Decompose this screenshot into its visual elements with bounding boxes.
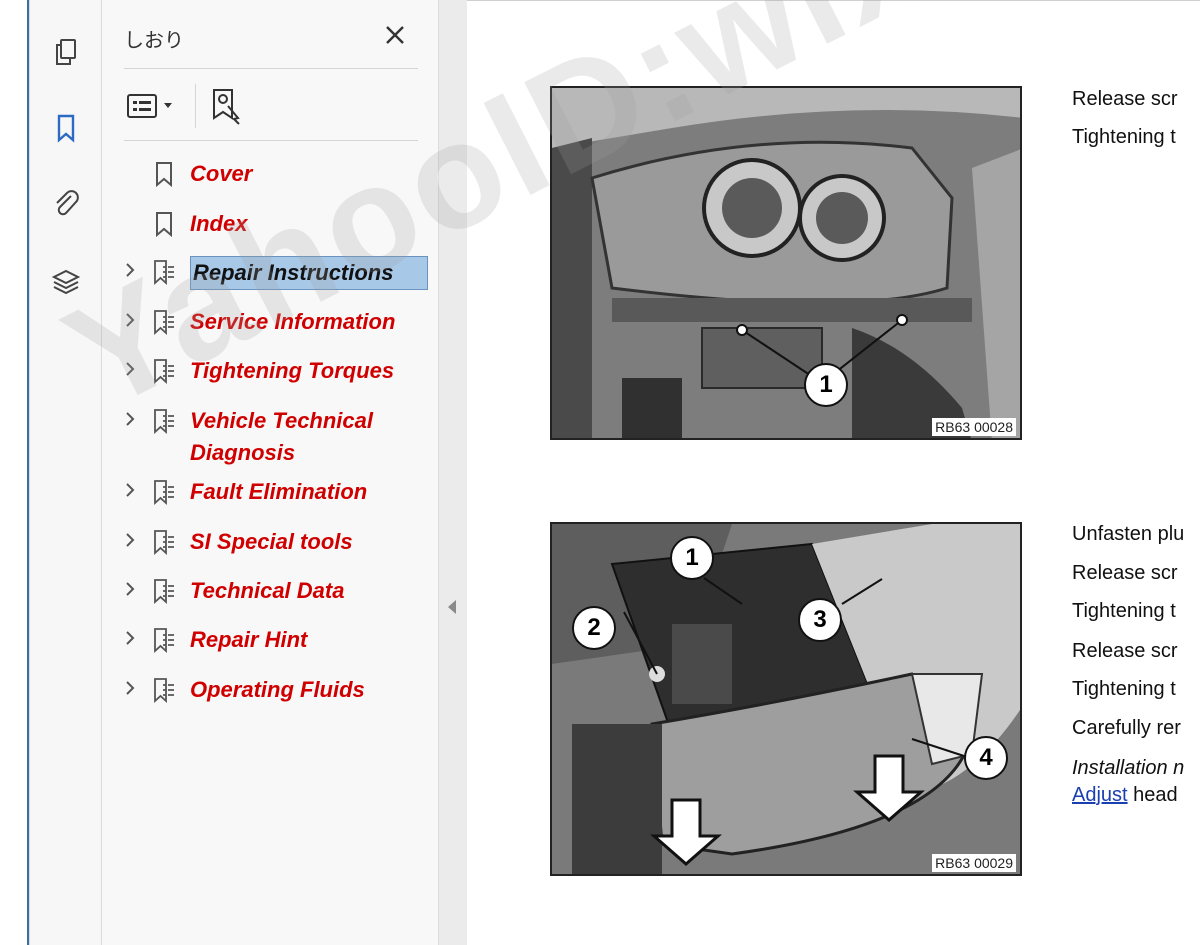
chevron-right-icon[interactable] [122,680,138,696]
bookmark-label: Cover [190,161,253,186]
chevron-right-icon[interactable] [122,581,138,597]
chevron-right-icon[interactable] [122,482,138,498]
divider [124,68,418,69]
find-bookmark-icon[interactable] [206,86,246,126]
callout-3: 3 [798,598,842,642]
bookmark-icon [156,162,172,188]
instruction-text: Release scr [1072,88,1178,110]
bookmark-label: SI Special tools [190,529,353,554]
instruction-text: Carefully rer [1072,717,1181,739]
close-icon[interactable] [380,20,410,50]
instruction-text: Tightening t [1072,678,1176,700]
bookmark-tree-icon [154,409,174,435]
layers-icon[interactable] [46,262,86,302]
bookmark-label: Technical Data [190,578,345,603]
instruction-text: Tightening t [1072,600,1176,622]
bookmark-tree-icon [154,678,174,704]
chevron-right-icon[interactable] [122,630,138,646]
bookmark-tree-icon [154,628,174,654]
chevron-right-icon[interactable] [122,532,138,548]
headlight-removal-illustration [552,524,1020,874]
divider [124,140,418,141]
chevron-right-icon[interactable] [122,411,138,427]
figure-headlight-screws: 1 RB63 00028 [550,86,1022,440]
bookmark-tree-icon [154,359,174,385]
adjust-line-rest: head [1127,784,1178,806]
figure-code: RB63 00029 [932,854,1016,872]
instruction-text: Release scr [1072,562,1178,584]
bookmark-tree-icon [154,310,174,336]
instruction-text: Release scr [1072,640,1178,662]
callout-1: 1 [670,536,714,580]
navigation-rail [30,0,102,945]
figure-headlight-removal: 1 2 3 4 RB63 00029 [550,522,1022,876]
adjust-link[interactable]: Adjust [1072,784,1128,806]
chevron-right-icon[interactable] [122,312,138,328]
bookmark-icon[interactable] [46,108,86,148]
bookmarks-panel: しおり Cov [102,0,439,945]
window-left-edge [0,0,30,945]
bookmark-icon [156,212,172,238]
callout-2: 2 [572,606,616,650]
adjust-line: Adjust head [1072,784,1178,807]
panel-splitter[interactable] [439,0,467,945]
instruction-text: Tightening t [1072,126,1176,148]
attachment-icon[interactable] [46,184,86,224]
bookmark-label: Repair Hint [190,627,308,652]
callout-1: 1 [804,363,848,407]
bookmark-label: Tightening Torques [190,358,395,383]
bookmark-tree-icon [154,530,174,556]
figure-code: RB63 00028 [932,418,1016,436]
chevron-right-icon[interactable] [122,361,138,377]
bookmark-label: Operating Fluids [190,677,365,702]
engine-bay-illustration [552,88,1020,438]
collapse-panel-icon[interactable] [448,600,456,614]
bookmark-label: Fault Elimination [190,479,368,504]
bookmark-label: Repair Instructions [190,256,428,290]
bookmark-tree-icon [154,260,174,286]
bookmark-label: Index [190,211,248,236]
bookmark-label: Service Information [190,309,396,334]
instruction-text: Unfasten plu [1072,523,1185,545]
pages-icon[interactable] [46,32,86,72]
bookmark-label: Vehicle Technical Diagnosis [190,408,374,465]
bookmark-tree-icon [154,480,174,506]
installation-note: Installation n [1072,757,1185,779]
panel-title: しおり [124,28,184,52]
callout-4: 4 [964,736,1008,780]
bookmark-tree-icon [154,579,174,605]
toolbar-separator [195,84,196,128]
chevron-right-icon[interactable] [122,262,138,278]
bookmark-options-button[interactable] [124,88,182,124]
